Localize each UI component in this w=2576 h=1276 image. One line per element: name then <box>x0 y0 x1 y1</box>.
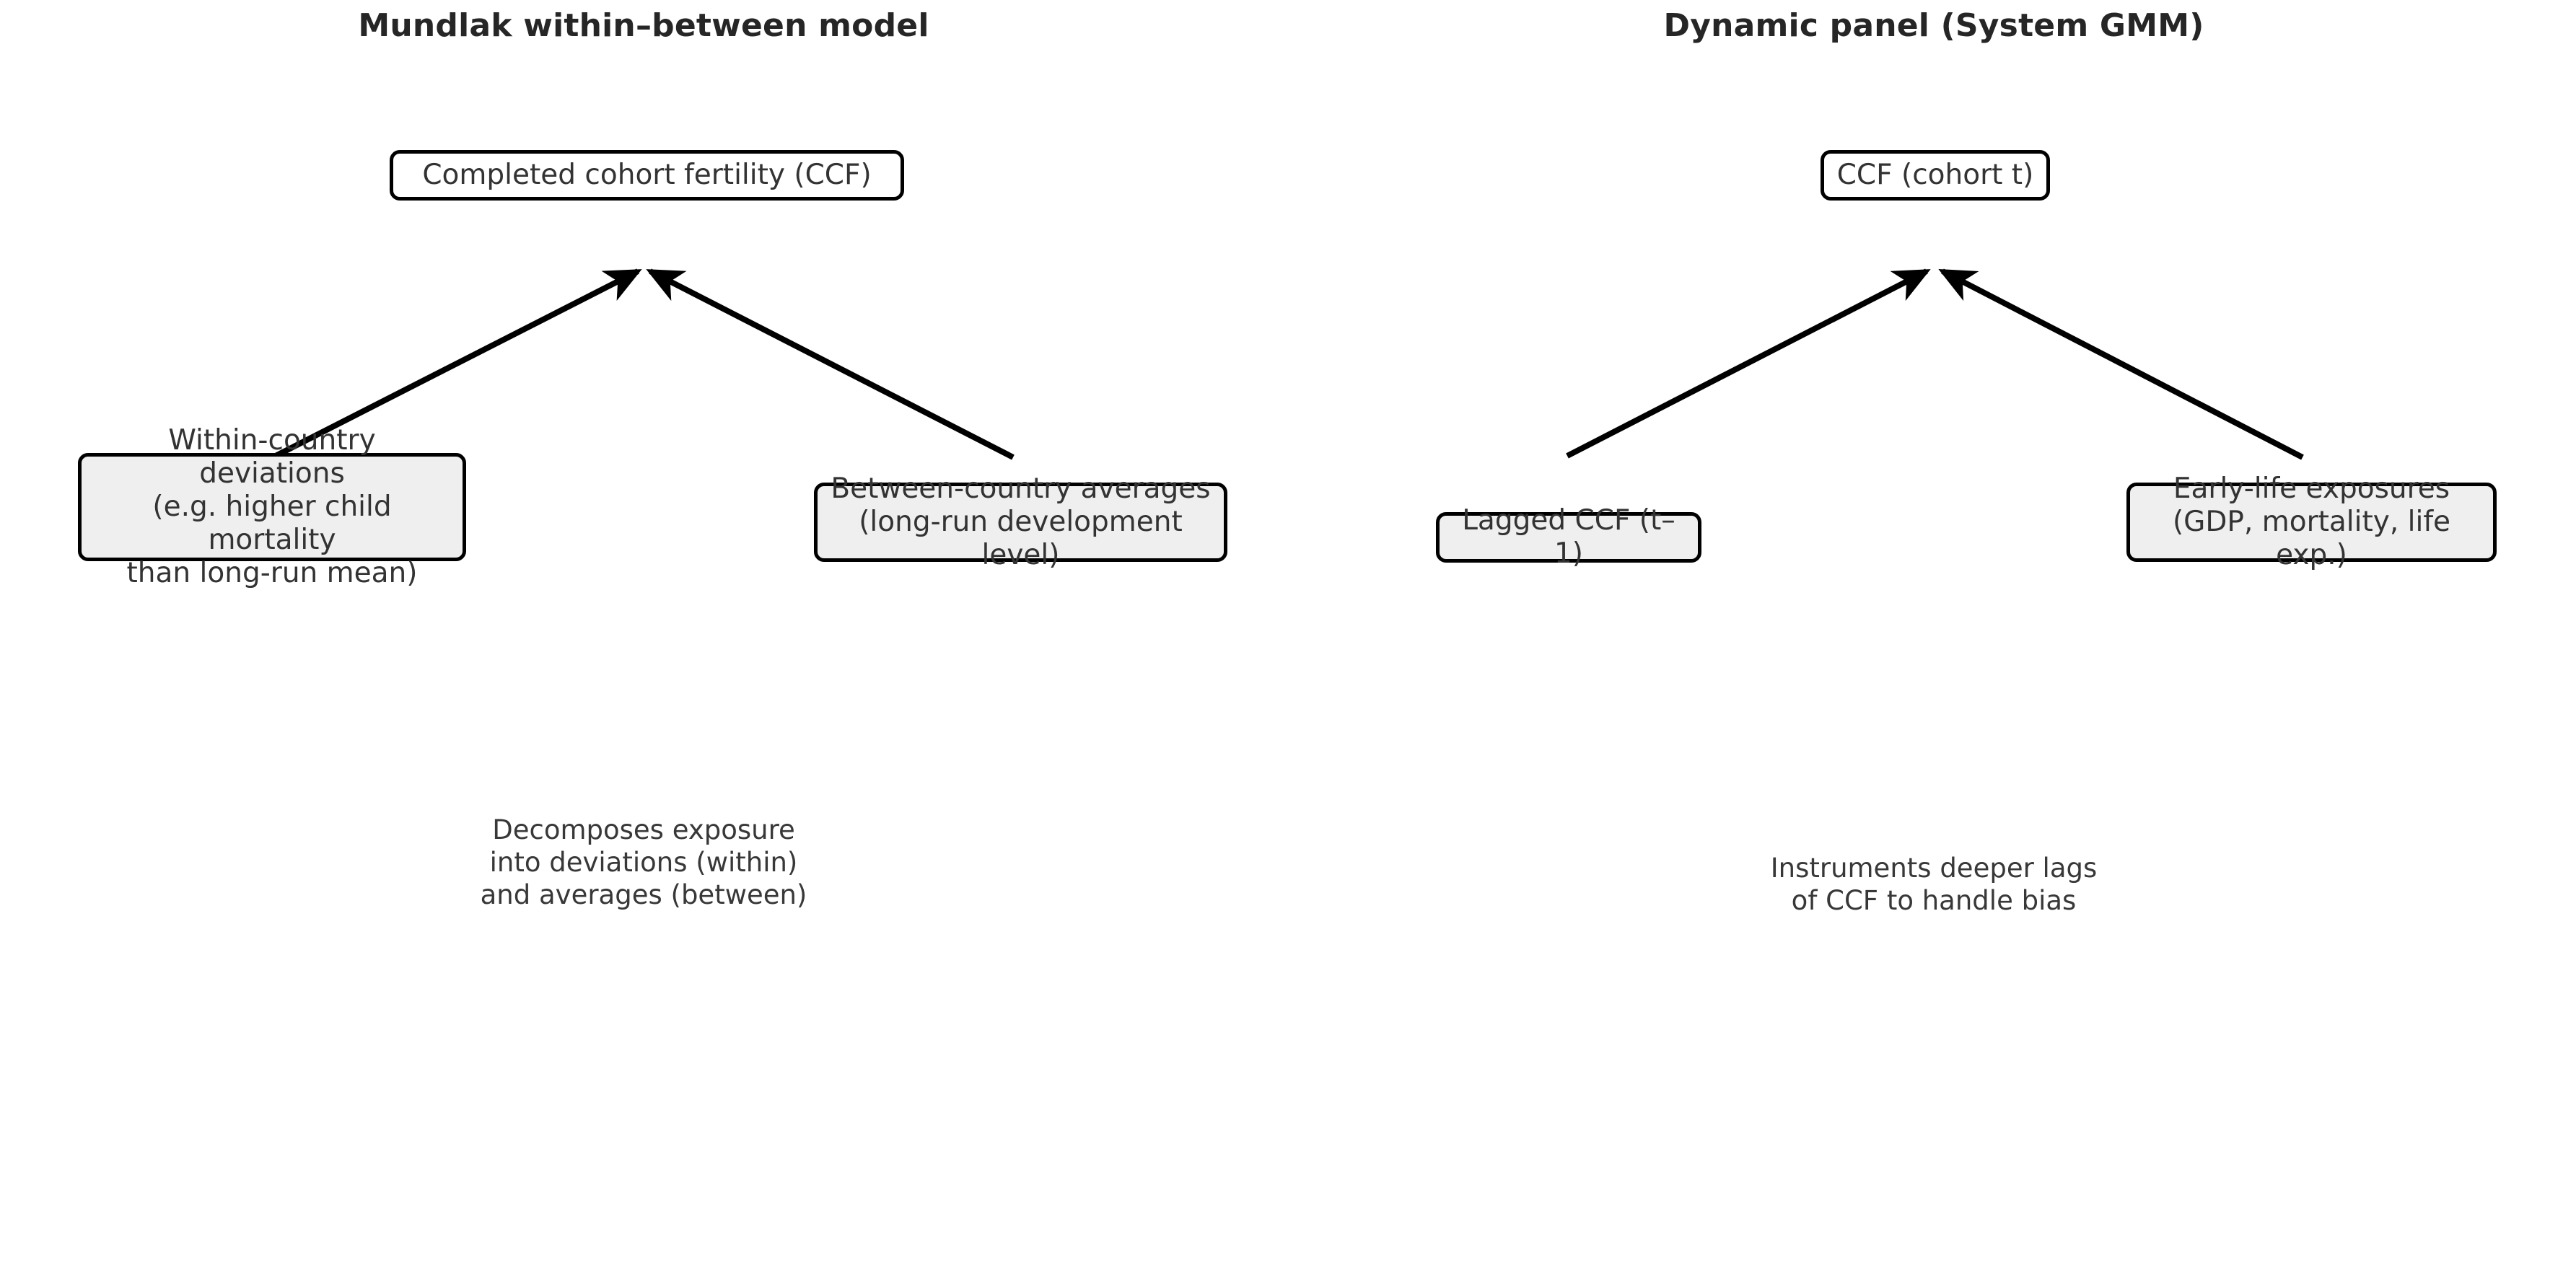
panel-title-gmm: Dynamic panel (System GMM) <box>1663 7 2204 44</box>
node-completed-cohort-fertility[interactable]: Completed cohort fertility (CCF) <box>390 150 904 201</box>
edge-gmm-exposures-to-outcome <box>1938 268 2304 460</box>
node-ccf-cohort-t[interactable]: CCF (cohort t) <box>1821 150 2050 201</box>
caption-gmm: Instruments deeper lags of CCF to handle… <box>1770 853 2098 917</box>
caption-mundlak: Decomposes exposure into deviations (wit… <box>480 814 807 911</box>
edge-gmm-lagged-to-outcome <box>1566 268 1931 459</box>
panel-title-mundlak: Mundlak within–between model <box>358 7 929 44</box>
node-within-country-deviations[interactable]: Within-country deviations (e.g. higher c… <box>78 424 466 589</box>
node-between-country-averages[interactable]: Between-country averages (long-run devel… <box>814 472 1227 571</box>
node-lagged-ccf[interactable]: Lagged CCF (t–1) <box>1436 504 1701 570</box>
edge-mundlak-between-to-outcome <box>646 268 1015 460</box>
node-early-life-exposures[interactable]: Early-life exposures (GDP, mortality, li… <box>2126 472 2497 571</box>
